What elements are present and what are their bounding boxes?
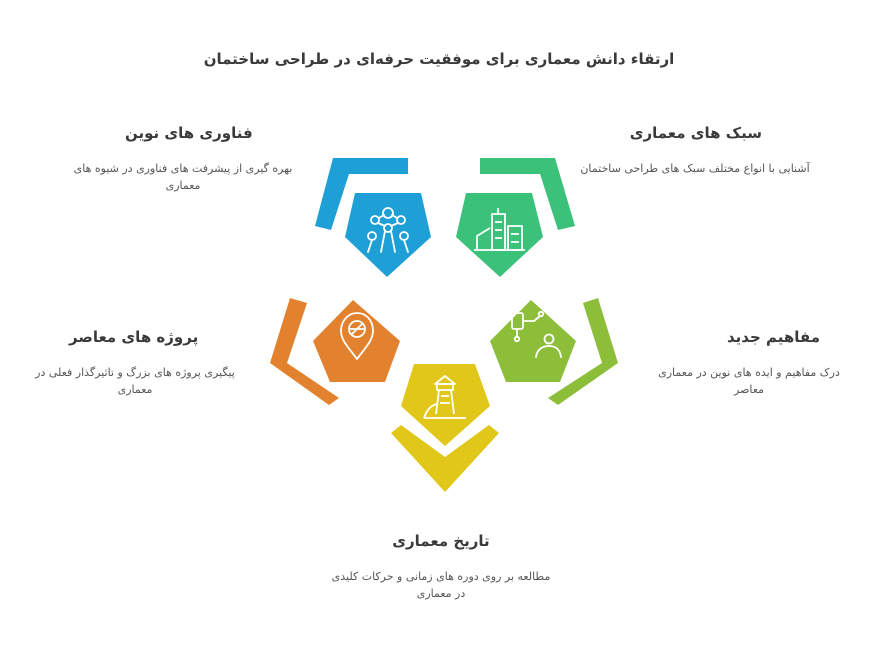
item-heading: پروژه های معاصر bbox=[69, 328, 199, 346]
outer-band-lightgreen bbox=[548, 298, 618, 405]
outer-band-blue bbox=[315, 158, 408, 230]
item-heading: سبک های معماری bbox=[629, 124, 762, 142]
item-description: آشنایی با انواع مختلف سبک های طراحی ساخت… bbox=[580, 162, 810, 175]
city-buildings-icon bbox=[474, 208, 525, 251]
item-description: مطالعه بر روی دوره های زمانی و حرکات کلی… bbox=[331, 570, 551, 600]
pentagon-blue bbox=[345, 193, 431, 277]
pentagon-lightgreen bbox=[490, 300, 576, 382]
outer-band-green bbox=[480, 158, 575, 230]
item-description: بهره گیری از پیشرفت های فناوری در شیوه ه… bbox=[73, 162, 293, 192]
item-description: پیگیری پروژه های بزرگ و تاثیرگذار فعلی د… bbox=[35, 366, 235, 396]
item-architecture-styles: سبک های معماری آشنایی با انواع مختلف سبک… bbox=[580, 124, 810, 177]
outer-band-orange bbox=[270, 298, 339, 405]
item-contemporary-projects: پروژه های معاصر پیگیری پروژه های بزرگ و … bbox=[22, 328, 248, 398]
item-heading: فناوری های نوین bbox=[125, 124, 253, 142]
lighthouse-icon bbox=[423, 375, 466, 419]
idea-person-icon bbox=[511, 310, 562, 358]
outer-band-yellow bbox=[391, 425, 499, 492]
pentagon-green bbox=[456, 193, 543, 277]
item-new-technologies: فناوری های نوین بهره گیری از پیشرفت های … bbox=[70, 124, 296, 194]
item-heading: مفاهیم جدید bbox=[727, 328, 820, 346]
map-pin-icon bbox=[340, 312, 374, 360]
item-heading: تاریخ معماری bbox=[392, 532, 490, 550]
item-description: درک مفاهیم و ایده های نوین در معماری معا… bbox=[658, 366, 840, 396]
item-architecture-history: تاریخ معماری مطالعه بر روی دوره های زمان… bbox=[328, 532, 554, 602]
atom-structure-icon bbox=[367, 207, 409, 253]
page-title: ارتقاء دانش معماری برای موفقیت حرفه‌ای د… bbox=[203, 50, 675, 68]
pentagon-orange bbox=[313, 300, 400, 382]
pentagon-yellow bbox=[401, 364, 490, 446]
item-new-concepts: مفاهیم جدید درک مفاهیم و ایده های نوین د… bbox=[642, 328, 856, 398]
